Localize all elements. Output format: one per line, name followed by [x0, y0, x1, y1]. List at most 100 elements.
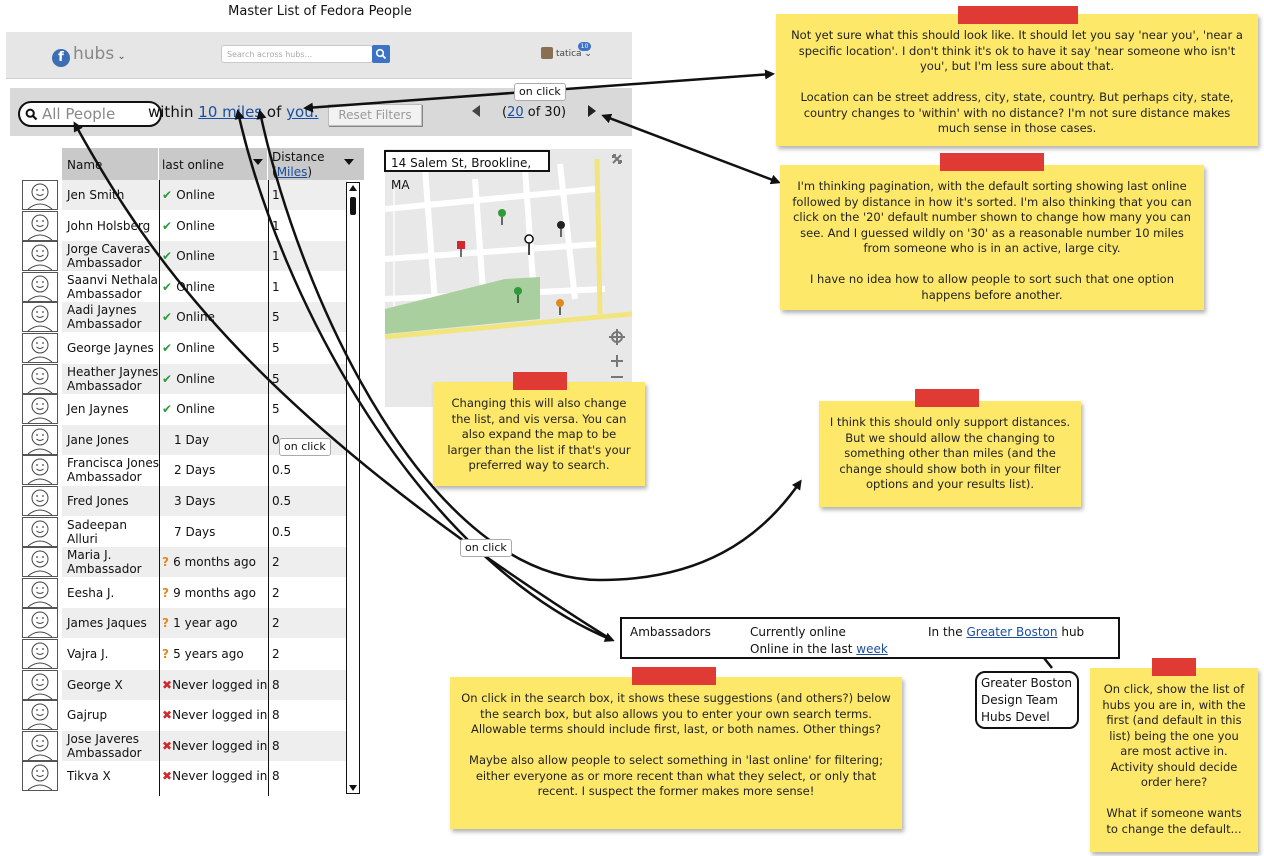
suggestion-currently-online[interactable]: Currently online: [750, 625, 846, 639]
check-icon: ✔: [162, 341, 177, 355]
note-pagination: I'm thinking pagination, with the defaul…: [780, 153, 1204, 310]
last-online: ✖Never logged in: [162, 708, 270, 722]
person-name-text: Saanvi Nethala: [67, 272, 158, 287]
person-name[interactable]: Jen Jaynes: [67, 402, 129, 417]
avatar: [22, 547, 58, 578]
hub-option[interactable]: Design Team: [981, 693, 1058, 707]
person-name[interactable]: Jen Smith: [67, 188, 125, 202]
distance-value: 2: [272, 647, 280, 661]
person-name-text: Maria J.: [67, 548, 112, 563]
last-online: ? 5 years ago: [162, 647, 270, 661]
avatar: [22, 180, 58, 210]
status-text: 3 Days: [174, 494, 216, 508]
person-name[interactable]: Tikva X: [67, 769, 111, 784]
avatar: [541, 47, 553, 59]
column-divider: [159, 180, 160, 796]
note-hubs: On click, show the list of hubs you are …: [1090, 658, 1258, 852]
avatar: [22, 608, 58, 639]
week-link[interactable]: week: [856, 642, 888, 656]
person-name[interactable]: George Jaynes: [67, 341, 154, 355]
person-name[interactable]: John Holsberg: [67, 218, 151, 233]
status-text: Online: [176, 341, 215, 355]
notification-badge[interactable]: 10: [578, 42, 591, 51]
avatar: [22, 455, 58, 486]
status-text: 7 Days: [174, 524, 216, 539]
status-text: Online: [176, 218, 215, 233]
status-text: Never logged in: [172, 708, 268, 723]
avatar: [22, 241, 58, 272]
chevron-down-icon: ⌄: [114, 51, 126, 62]
scroll-down-icon[interactable]: [349, 785, 357, 791]
person-name[interactable]: George X: [67, 677, 123, 692]
logo-text: hubs: [73, 44, 115, 64]
question-icon: ?: [162, 585, 174, 600]
person-name[interactable]: Eesha J.: [67, 585, 115, 600]
check-icon: ✔: [162, 402, 177, 417]
note-location: Not yet sure what this should look like.…: [776, 6, 1258, 146]
col-header-name[interactable]: Name: [62, 148, 158, 180]
people-search-input[interactable]: All People: [18, 101, 162, 127]
avatar: [22, 424, 58, 455]
status-text: Online: [176, 188, 215, 202]
check-icon: ✔: [162, 371, 177, 386]
person-name[interactable]: James Jaques: [67, 616, 147, 631]
hub-option[interactable]: Greater Boston: [981, 676, 1073, 690]
person-name[interactable]: Maria J.Ambassador: [67, 548, 159, 576]
hub-option[interactable]: Hubs Devel: [981, 710, 1050, 724]
on-click-label: on click: [514, 83, 566, 101]
distance-value: 8: [272, 708, 280, 723]
person-name[interactable]: Gajrup: [67, 708, 108, 723]
status-text: Online: [176, 402, 215, 417]
question-icon: ?: [162, 647, 174, 661]
search-button[interactable]: [372, 45, 390, 63]
person-role: Ambassador: [67, 256, 142, 271]
avatar: [22, 363, 58, 394]
suggestion-online-last[interactable]: Online in the last week: [750, 642, 888, 656]
person-name[interactable]: Vajra J.: [67, 647, 109, 661]
status-text: Online: [176, 249, 215, 264]
last-online: ✔ Online: [162, 372, 270, 386]
person-role: Ambassador: [67, 317, 142, 332]
status-text: Never logged in: [172, 738, 268, 753]
avatar: [22, 210, 58, 241]
x-icon: ✖: [162, 677, 173, 692]
person-name[interactable]: Fred Jones: [67, 494, 129, 508]
check-icon: ✔: [162, 310, 177, 325]
last-online: ✔ Online: [162, 219, 270, 233]
note-distance: I think this should only support distanc…: [819, 389, 1081, 507]
person-name[interactable]: Jane Jones: [67, 432, 129, 447]
hub-list-popup: Greater Boston Design Team Hubs Devel: [975, 671, 1079, 729]
user-menu[interactable]: tatica ⌄: [541, 47, 592, 59]
status-text: 2 Days: [174, 463, 216, 478]
person-name-text: Jose Javeres: [67, 731, 140, 746]
person-role: Ambassador: [67, 286, 142, 301]
status-text: 1 Day: [174, 432, 210, 447]
last-online: ✖Never logged in: [162, 769, 270, 783]
on-click-label: on click: [279, 438, 331, 456]
search-icon: [375, 48, 387, 60]
person-role: Ambassador: [67, 378, 142, 393]
last-online: ✖Never logged in: [162, 678, 270, 692]
avatar: [22, 577, 58, 608]
note-map: Changing this will also change the list,…: [433, 372, 645, 486]
distance-value: 8: [272, 769, 280, 784]
suggestion-ambassadors[interactable]: Ambassadors: [630, 625, 711, 639]
hub-link[interactable]: Greater Boston: [966, 625, 1058, 639]
avatar: [22, 639, 58, 669]
fedora-icon: f: [52, 49, 70, 67]
suggestion-hub[interactable]: In the Greater Boston hub: [928, 625, 1085, 639]
last-online: 7 Days: [162, 525, 270, 539]
last-online: 1 Day: [162, 433, 270, 447]
